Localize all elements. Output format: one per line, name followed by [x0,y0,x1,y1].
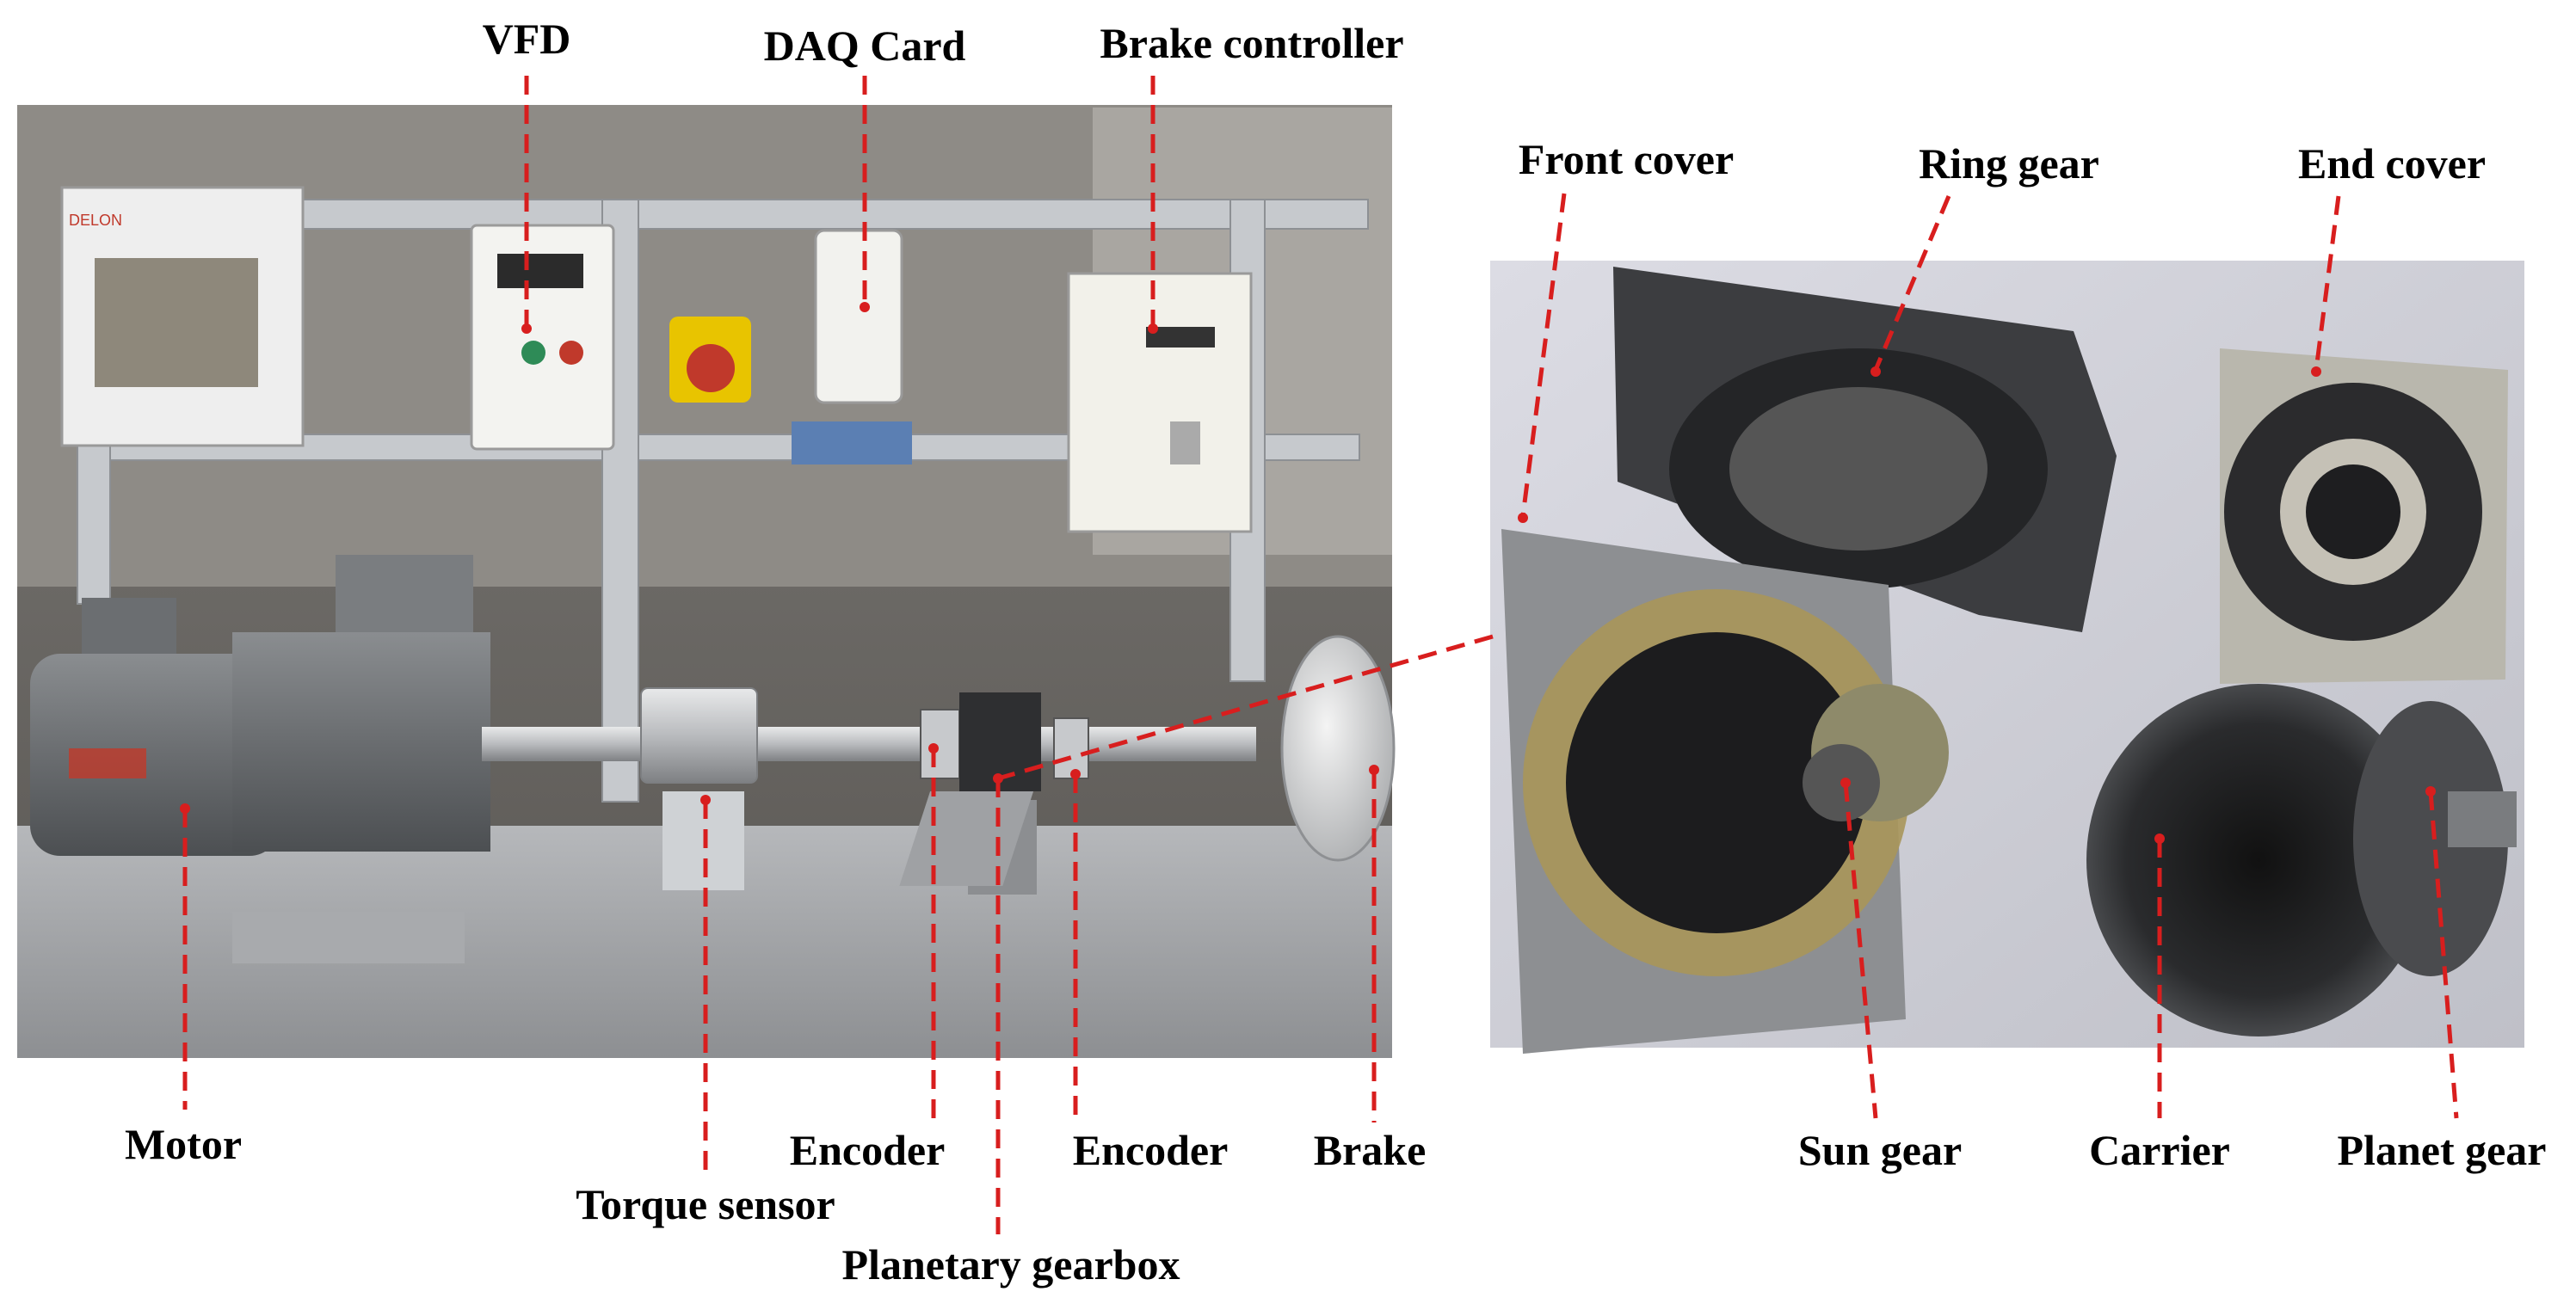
electrical-enclosure: DELON [60,186,305,447]
leader-front-cover [1520,193,1567,517]
label-torque-sensor: Torque sensor [576,1180,835,1228]
label-sun-gear: Sun gear [1797,1126,1963,1174]
label-end-cover: End cover [2297,139,2487,188]
emergency-stop [669,317,751,403]
label-encoder-right: Encoder [1072,1126,1229,1174]
endpoint-encoder-left [928,743,939,753]
label-planet-gear: Planet gear [2337,1126,2547,1174]
daq-card-device [792,229,912,464]
brake-controller-device [1067,272,1253,533]
endpoint-planetary-gearbox [993,773,1003,784]
endpoint-ring-gear [1870,366,1881,377]
front-cover-part [1501,529,1949,1054]
ring-gear-part [1613,267,2117,632]
leader-ring-gear [1873,195,1951,371]
endpoint-front-cover [1518,513,1528,523]
gearbox-parts-photo [1490,261,2524,1054]
svg-text:DELON: DELON [69,212,122,229]
endpoint-encoder-right [1070,769,1081,779]
label-carrier: Carrier [2089,1126,2230,1174]
label-front-cover: Front cover [1518,135,1735,183]
motor-body [30,555,490,856]
label-daq-card: DAQ Card [763,22,966,70]
leader-endpoints [180,302,2436,844]
label-brake-controller: Brake controller [1100,19,1404,67]
right-encoder-device [1053,717,1089,779]
vfd-device [470,224,615,451]
endpoint-carrier [2154,833,2165,844]
label-ring-gear: Ring gear [1919,139,2099,188]
drive-shaft [482,727,1256,761]
label-encoder-left: Encoder [789,1126,946,1174]
endpoint-end-cover [2311,366,2321,377]
endpoint-sun-gear [1840,778,1851,788]
endpoint-daq-card [860,302,870,312]
test-rig-photo: DELON [17,105,1396,1058]
leader-sun-gear [1843,782,1878,1119]
endpoint-vfd [521,323,532,334]
carrier-part [2086,684,2517,1036]
label-motor: Motor [124,1120,243,1168]
endpoint-brake [1369,765,1379,775]
end-cover-part [2220,348,2508,684]
leader-planet-gear [2428,790,2459,1119]
endpoint-motor [180,803,190,814]
endpoint-brake-controller [1148,323,1158,334]
label-vfd: VFD [482,15,571,63]
endpoint-planet-gear [2425,786,2436,797]
label-planetary-gearbox: Planetary gearbox [841,1240,1180,1289]
leader-lines [182,76,2459,1234]
endpoint-torque-sensor [700,795,711,805]
rig-base-plate [232,912,465,963]
label-brake: Brake [1313,1126,1427,1174]
left-encoder-device [920,709,960,779]
